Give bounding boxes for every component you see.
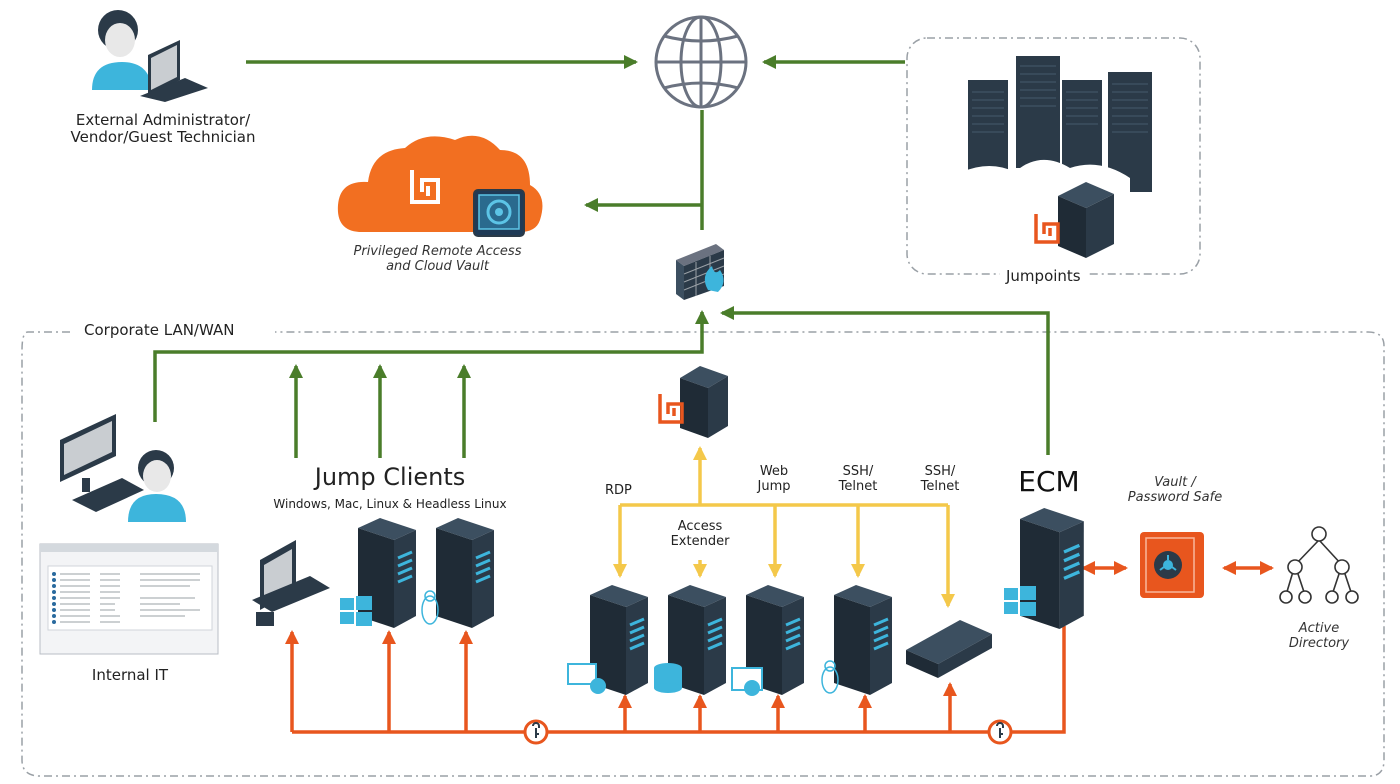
corporate-lan-label: Corporate LAN/WAN — [78, 321, 241, 340]
active-directory-label: Active Directory — [1284, 621, 1354, 652]
vault-label-line1: Vault / — [1154, 475, 1196, 490]
web-server-icon — [731, 583, 806, 697]
cloud-label-line1: Privileged Remote Access — [353, 244, 522, 259]
ssh1-line2: Telnet — [838, 478, 878, 494]
vault-label: Vault / Password Safe — [1120, 475, 1230, 506]
corporate-boundary — [21, 331, 1385, 777]
globe-icon — [654, 15, 748, 109]
desktop-client-icon — [252, 540, 330, 626]
access-extender-line1: Access — [677, 519, 723, 534]
orange-connections — [285, 561, 1274, 734]
web-jump-line2: Jump — [757, 478, 791, 494]
cloud-label-line2: and Cloud Vault — [386, 258, 489, 274]
jumpoint-server-icon — [658, 366, 728, 438]
vault-icon — [473, 189, 525, 237]
user-desktop-icon — [60, 414, 186, 522]
ssh-telnet-label-1: SSH/ Telnet — [828, 464, 888, 495]
user-laptop-icon — [92, 10, 208, 102]
internal-it-label: Internal IT — [91, 666, 169, 684]
database-server-icon — [654, 583, 728, 697]
credential-injection-icon — [523, 719, 549, 745]
safe-icon — [1140, 532, 1204, 598]
external-admin-label: External Administrator/ Vendor/Guest Tec… — [58, 111, 268, 147]
ssh2-line1: SSH/ — [924, 464, 956, 479]
ecm-server-icon — [1004, 506, 1086, 631]
external-admin-label-line1: External Administrator/ — [75, 111, 251, 129]
rdp-label: RDP — [605, 483, 632, 498]
active-directory-line2: Directory — [1288, 635, 1350, 651]
firewall-icon — [676, 244, 725, 300]
linux-server-icon — [421, 516, 496, 630]
ssh-linux-server-icon — [821, 583, 894, 697]
green-connections — [153, 55, 1050, 458]
credential-injection-icon — [987, 719, 1013, 745]
access-extender-line2: Extender — [670, 533, 730, 549]
ecm-label: ECM — [1018, 465, 1080, 498]
jump-clients-subtitle: Windows, Mac, Linux & Headless Linux — [273, 497, 507, 511]
tree-icon — [1279, 526, 1359, 604]
rdp-server-icon — [567, 583, 650, 697]
ssh1-line1: SSH/ — [842, 464, 874, 479]
server-rack-icon — [962, 56, 1152, 258]
ssh2-line2: Telnet — [920, 478, 960, 494]
external-admin-label-line2: Vendor/Guest Technician — [70, 128, 256, 147]
ssh-telnet-label-2: SSH/ Telnet — [910, 464, 970, 495]
web-jump-label: Web Jump — [744, 464, 804, 495]
network-appliance-icon — [906, 620, 992, 678]
jumpoints-label: Jumpoints — [1000, 267, 1087, 286]
active-directory-line1: Active — [1298, 621, 1340, 636]
web-jump-line1: Web — [759, 464, 789, 479]
yellow-connections — [613, 446, 955, 608]
jump-clients-title: Jump Clients — [314, 463, 466, 491]
windows-server-icon — [340, 516, 418, 630]
access-extender-label: Access Extender — [662, 519, 738, 550]
cloud-label: Privileged Remote Access and Cloud Vault — [340, 244, 535, 275]
console-screenshot — [39, 543, 219, 655]
vault-label-line2: Password Safe — [1127, 489, 1223, 505]
